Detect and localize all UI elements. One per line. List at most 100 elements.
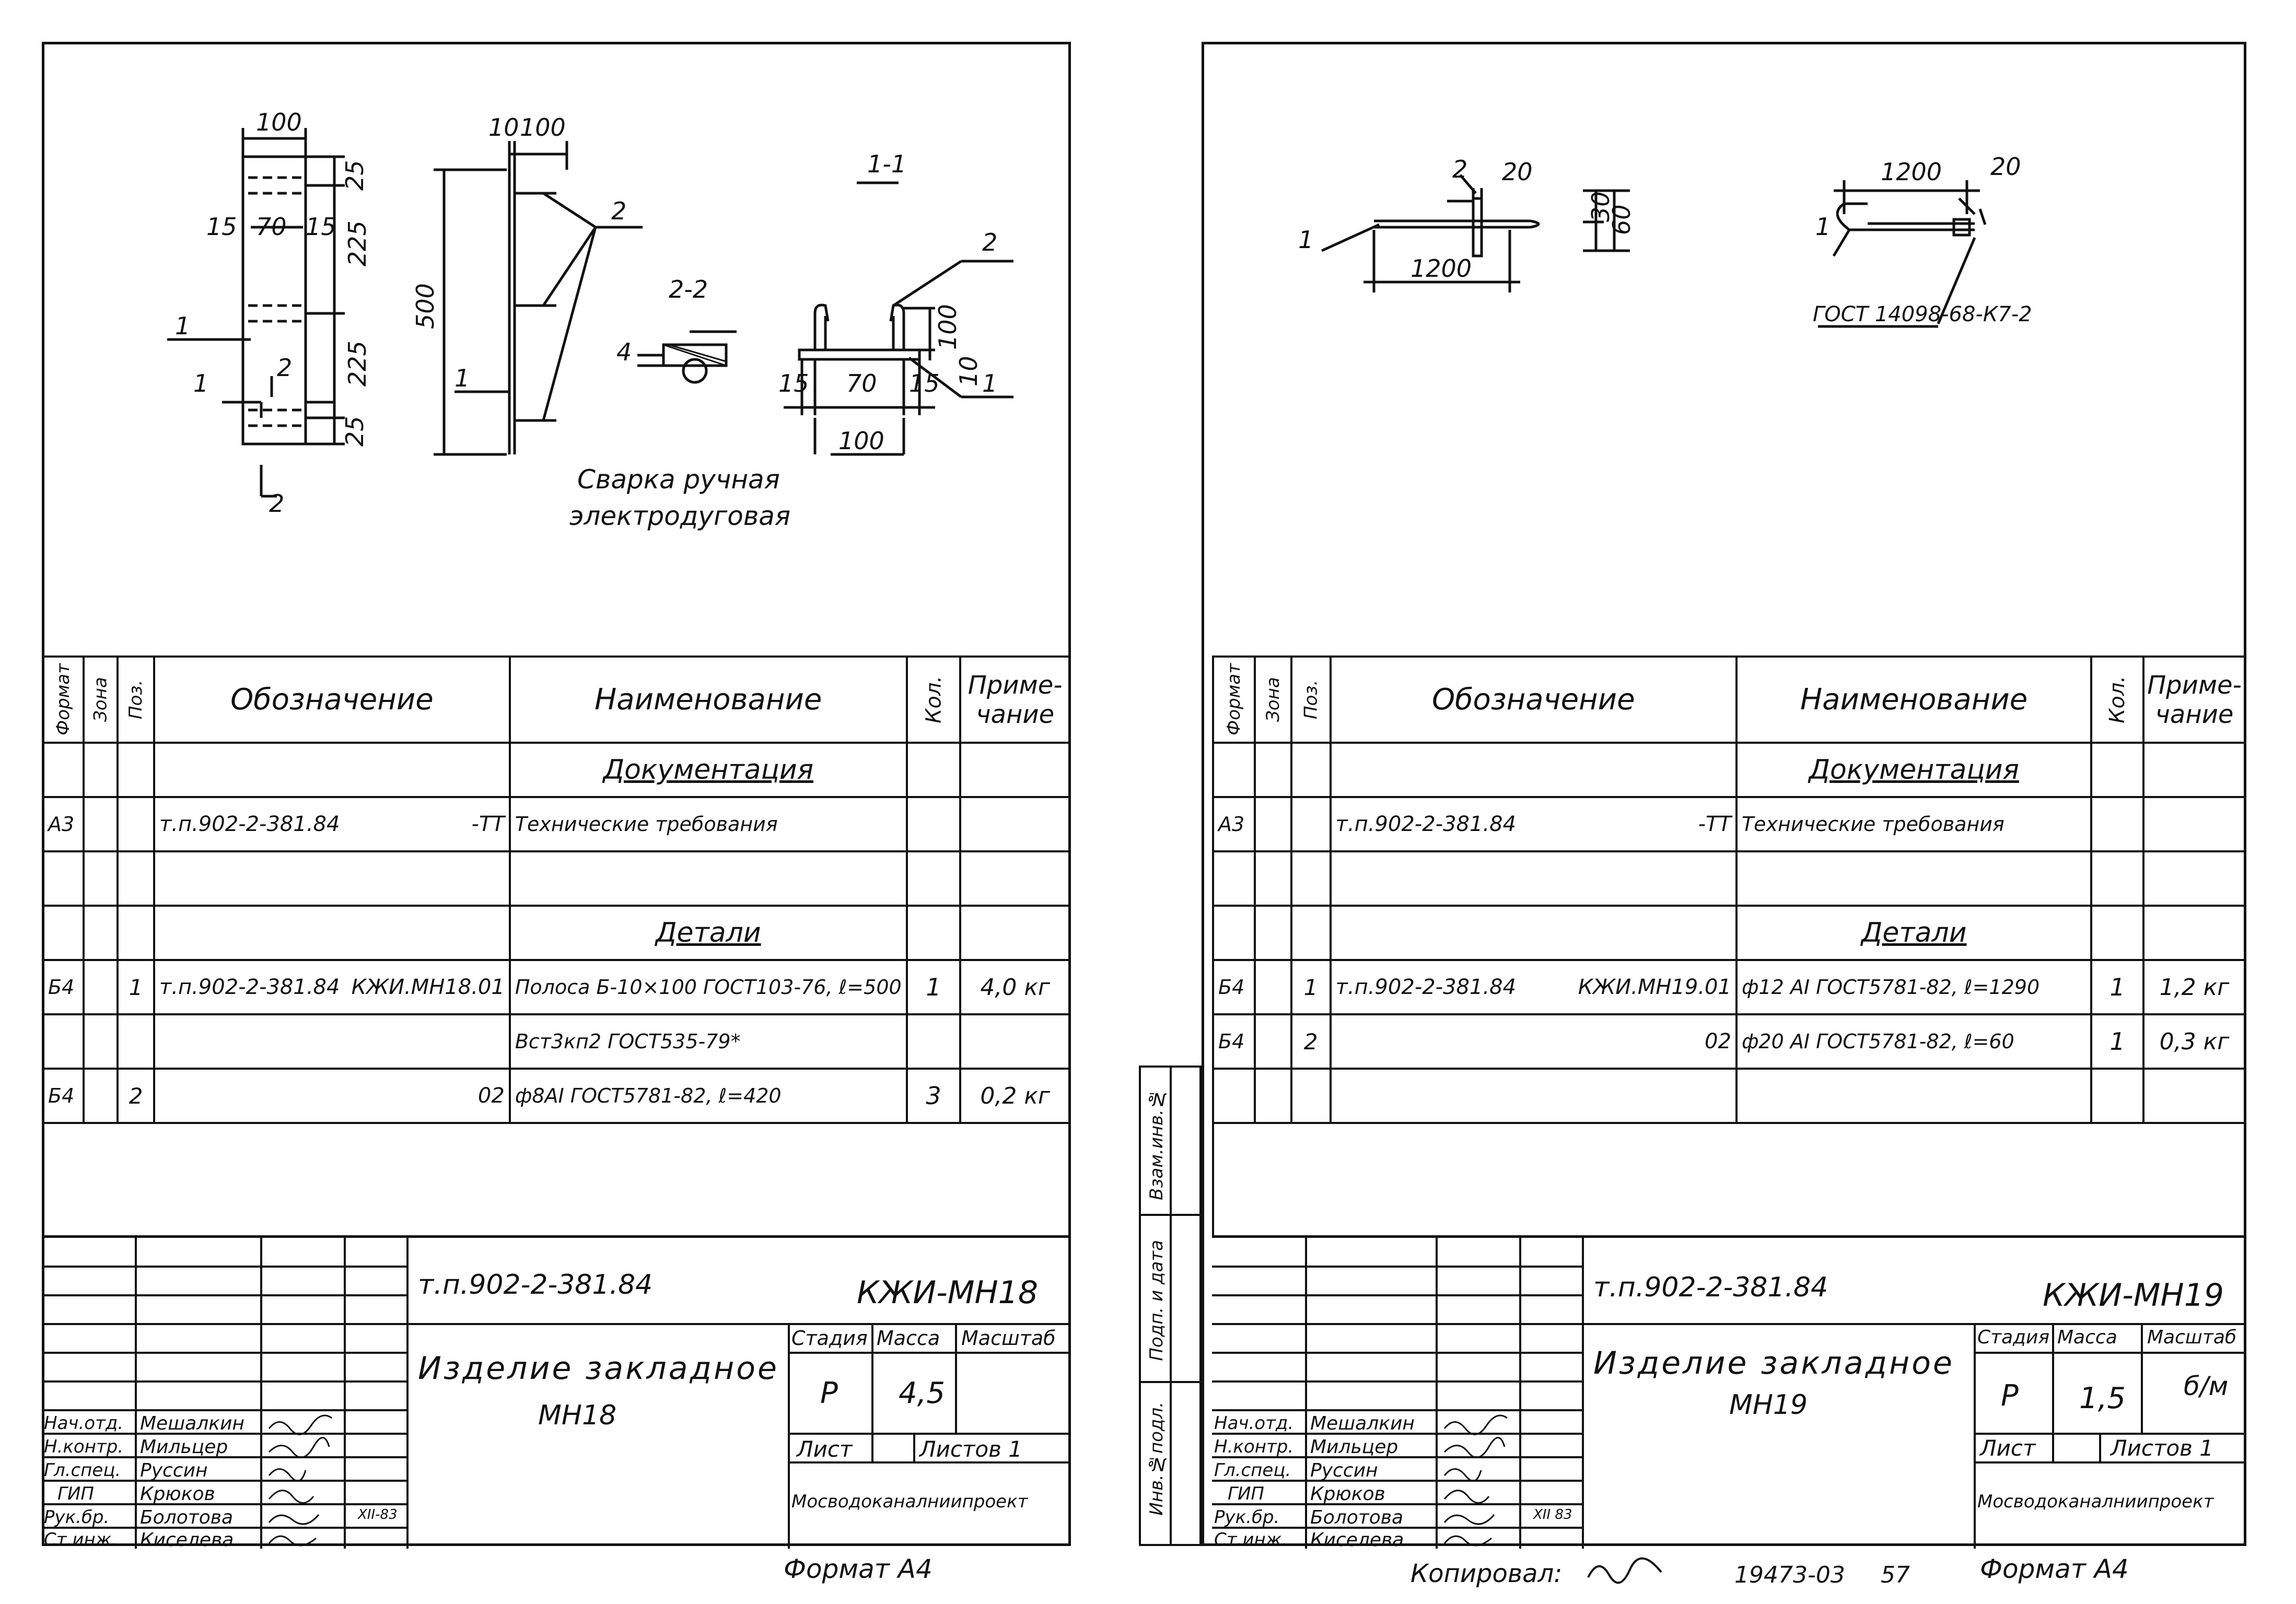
spec-cell-format [41,851,85,907]
stamp-stage: Р [820,1376,838,1410]
col-name: Наименование [508,655,908,744]
copied-signature [1587,1557,1662,1584]
spec-cell-name: Технические требования [508,797,908,852]
spec-cell-pos [1290,797,1332,852]
pos-2-bar: 2 [1452,155,1467,183]
spec-cell-name: ф8АI ГОСТ5781-82, ℓ=420 [508,1069,908,1124]
left-format-label: Формат А4 [784,1554,933,1584]
dim-15-s11-r: 15 [909,369,940,397]
section-1-1: 1-1 [867,150,906,178]
spec-cell-name: Технические требования [1735,797,2093,852]
dim-100-s11-v: 100 [934,304,962,350]
spec-cell-note [2142,797,2246,852]
pos-2-s11: 2 [982,228,997,256]
spec-cell-name: Детали [508,906,908,961]
right-format-label: Формат А4 [1980,1554,2129,1584]
spec-row: Детали [1212,906,2246,961]
stamp-role-5: Рук.бр. [44,1507,110,1528]
spec-cell-note-text: 4,0 кг [980,974,1051,1001]
dim-70: 70 [256,213,287,241]
stamp-name-6: Киселева [1310,1529,1404,1551]
spec-cell-format [1212,743,1256,798]
stamp-role-1: Нач.отд. [1214,1413,1294,1434]
spec-cell-zone [1253,906,1292,961]
spec-cell-note [2142,851,2246,907]
stamp-mass: 1,5 [2079,1381,2126,1415]
spec-cell-note [2142,743,2246,798]
dim-70-s11: 70 [846,369,877,397]
stamp-title-line1: Изделие закладное [1593,1345,1954,1381]
pos-1-hook: 1 [1815,213,1831,241]
side-stamp-signature: Подп. и дата [1146,1240,1167,1361]
col-designation: Обозначение [1329,655,1738,744]
dim-10: 10 [488,113,519,142]
dim-225-a: 225 [343,220,371,266]
stamp-date: XII 83 [1533,1507,1572,1523]
stamp-name-2: Мильцер [140,1436,228,1458]
stamp-scale: б/м [2184,1371,2229,1401]
cut-2-mark: 2 [277,354,292,382]
dim-15-s11-l: 15 [778,369,809,397]
spec-cell-designation [1329,906,1738,961]
spec-cell-name-text: Детали [1861,917,1967,949]
signature-marks [1443,1414,1508,1547]
order-number: 19473-03 [1734,1562,1845,1588]
dim-60: 60 [1607,204,1636,235]
stamp-sheet: Лист [1980,1435,2036,1461]
stamp-title-line1: Изделие закладное [418,1350,779,1387]
col-zone: Зона [84,657,118,743]
stamp-role-6: Ст.инж. [44,1529,118,1550]
spec-cell-qty [2090,797,2145,852]
spec-cell-qty: 1 [905,960,962,1015]
col-pos: Поз. [1291,657,1331,743]
spec-cell-pos: 1 [1290,960,1332,1015]
col-format: Формат [1213,657,1255,743]
spec-cell-note [959,797,1071,852]
gost-label: ГОСТ 14098-68-К7-2 [1813,302,2032,326]
spec-cell-designation [1329,743,1738,798]
spec-cell-format [1212,851,1256,907]
section-2-2: 2-2 [669,275,708,303]
dim-20: 20 [1502,158,1533,186]
spec-cell-name-text: Полоса Б-10×100 ГОСТ103-76, ℓ=500 [515,976,902,999]
spec-cell-qty [2090,743,2145,798]
spec-cell-format [41,1014,85,1070]
spec-header-row: Формат Зона Поз. Обозначение Наименовани… [43,655,1071,744]
dim-10-s11: 10 [954,356,983,387]
spec-cell-zone [83,960,119,1015]
side-stamp-replace: Взам.инв.№ [1146,1088,1167,1200]
spec-cell-designation-text: т.п.902-2-381.84 [159,812,340,836]
stamp-mass: 4,5 [899,1376,946,1410]
stamp-org: Мосводоканалниипроект [1977,1491,2214,1512]
spec-cell-designation: т.п.902-2-381.84-ТТ [1329,797,1738,852]
col-qty: Кол. [906,657,961,743]
spec-cell-note [2142,906,2246,961]
left-drawing: 100 10 100 15 70 15 25 225 225 25 500 1 … [167,108,1013,531]
spec-cell-pos [1290,906,1332,961]
spec-cell-name: Документация [1735,743,2093,798]
spec-cell-name-text: ф20 АI ГОСТ5781-82, ℓ=60 [1741,1030,2014,1053]
stamp-name-3: Руссин [1310,1460,1378,1481]
spec-cell-name: ф12 АI ГОСТ5781-82, ℓ=1290 [1735,960,2093,1015]
stamp-name-4: Крюков [1310,1483,1385,1505]
spec-cell-name-text: Технические требования [515,813,778,836]
stamp-stage: Р [2001,1379,2019,1413]
spec-cell-zone [1253,1069,1292,1124]
stamp-mark: КЖИ-МН18 [857,1274,1038,1311]
spec-cell-designation: т.п.902-2-381.84-ТТ [153,797,511,852]
copied-by-label: Копировал: [1411,1559,1563,1588]
spec-cell-zone [83,1014,119,1070]
spec-cell-qty-text: 1 [2109,973,2125,1001]
spec-cell-designation-text: т.п.902-2-381.84 [1335,975,1517,999]
spec-cell-designation [153,851,511,907]
spec-row: Документация [41,743,1071,798]
right-spec-filler [1212,1058,2246,1235]
stamp-stage-header: Стадия [1977,1327,2050,1348]
spec-cell-note: 0,3 кг [2142,1014,2246,1070]
stamp-name-1: Мешалкин [1310,1413,1415,1434]
spec-row: Документация [1212,743,2246,798]
